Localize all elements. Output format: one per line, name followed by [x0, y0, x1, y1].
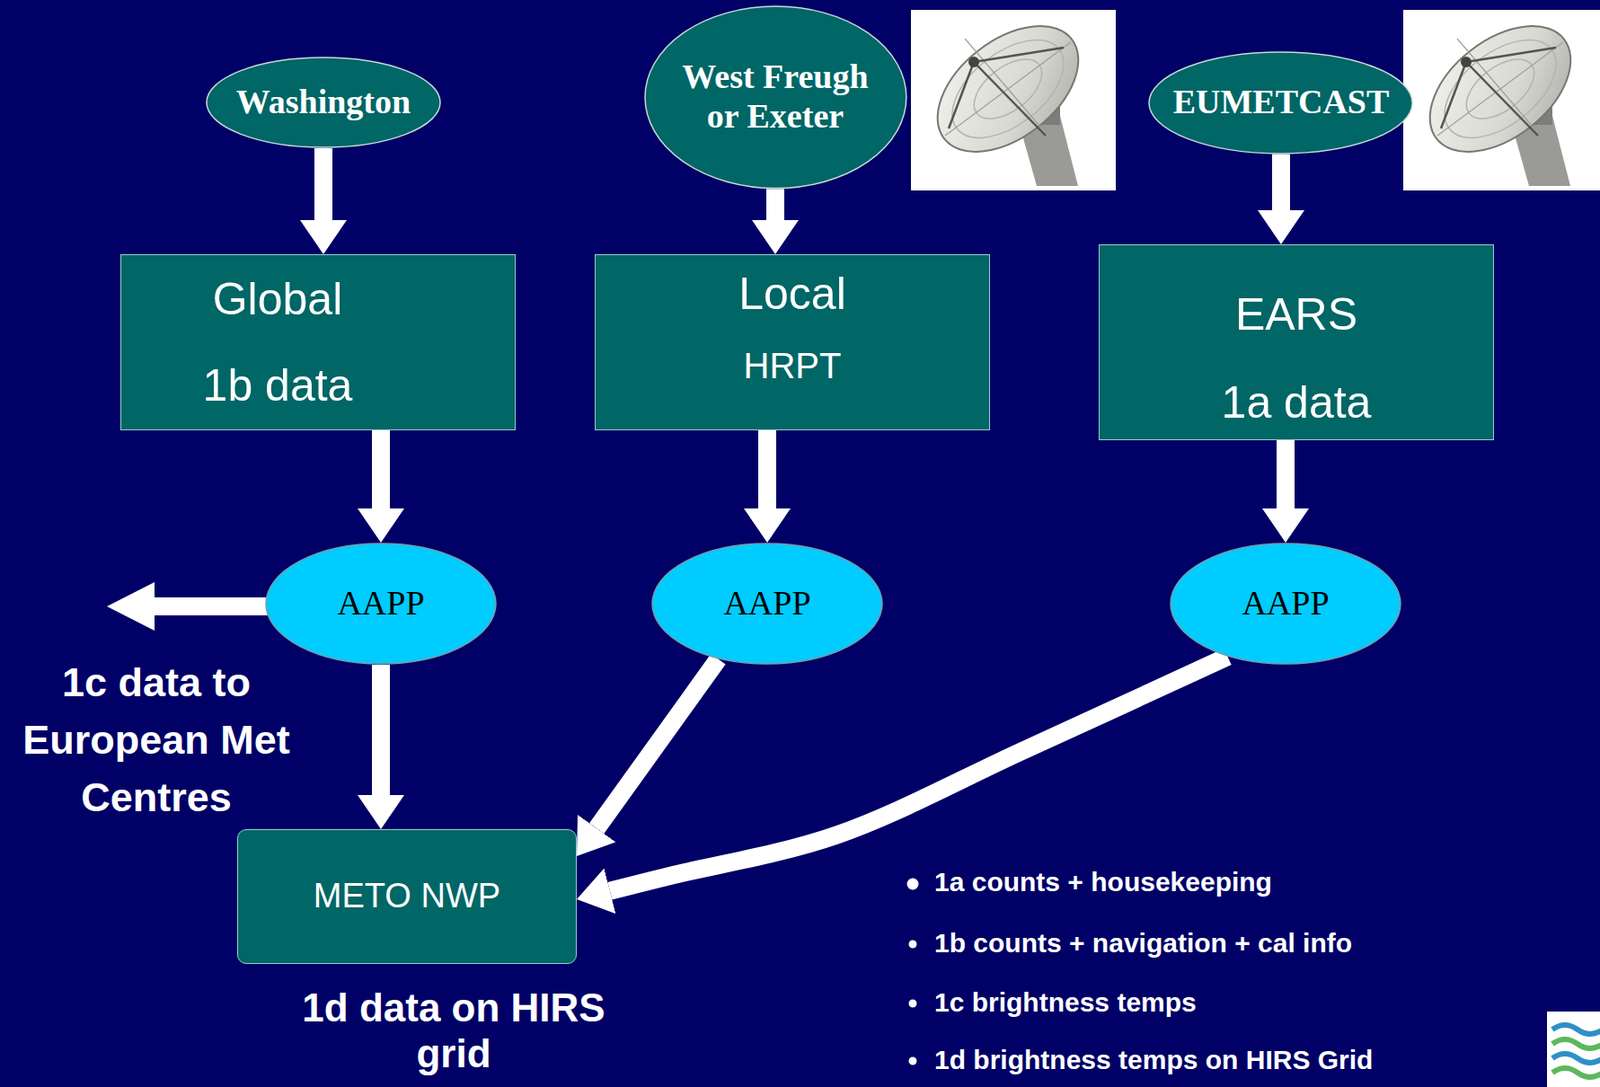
output-note: 1c data to European Met Centres: [3, 654, 310, 827]
node-text: Washington: [236, 82, 411, 123]
logo-wave: [1552, 1025, 1600, 1035]
node-text: Local: [738, 266, 847, 321]
node-text: West Freugh or Exeter: [671, 57, 880, 136]
flow-arrow: [371, 430, 390, 509]
flow-arrow: [609, 656, 1229, 892]
satellite-dish-image: [1403, 0, 1600, 191]
output-arrow-shaft: [152, 597, 270, 616]
bullet-dot: [909, 1057, 918, 1066]
data-box: EARS 1a data: [1098, 244, 1494, 441]
logo-wave: [1552, 1068, 1600, 1078]
key-bullet: 1c brightness temps: [934, 986, 1546, 1019]
key-bullet: 1d brightness temps on HIRS Grid: [934, 1043, 1546, 1077]
ellipse-shape: [1149, 52, 1413, 154]
flow-arrow: [1272, 153, 1291, 211]
flow-arrow: [371, 664, 390, 796]
data-box: LocalHRPT: [594, 254, 991, 431]
output-note: 1d data on HIRS grid: [265, 985, 643, 1077]
logo: [1546, 1011, 1600, 1087]
bullet-dot: [909, 999, 918, 1008]
ellipse-shape: [645, 6, 907, 189]
flow-arrow: [758, 430, 777, 509]
node-text: AAPP: [723, 583, 811, 624]
key-bullet: 1b counts + navigation + cal info: [934, 927, 1546, 960]
process-ellipse: AAPP: [265, 542, 497, 665]
ellipse-shape: [265, 543, 496, 664]
node-text: 1a data: [1221, 375, 1372, 430]
flow-arrow: [766, 188, 785, 221]
logo-wave: [1552, 1053, 1600, 1063]
satellite-dish-image: [910, 0, 1116, 191]
flow-arrow: [314, 148, 333, 221]
ellipse-shape: [206, 57, 441, 148]
bullet-dot: [909, 940, 918, 949]
logo-wave: [1552, 1039, 1600, 1049]
process-ellipse: AAPP: [651, 542, 884, 665]
source-ellipse: Washington: [205, 56, 442, 149]
source-ellipse: West Freugh or Exeter: [644, 5, 908, 190]
key-bullet: 1a counts + housekeeping: [934, 866, 1546, 899]
node-text: EARS: [1235, 287, 1358, 342]
node-text: Global: [212, 272, 344, 327]
node-text: AAPP: [1241, 583, 1329, 624]
node-text: HRPT: [743, 344, 842, 388]
ellipse-shape: [652, 543, 883, 664]
data-box: Global 1b data: [120, 254, 516, 431]
node-text: METO NWP: [313, 876, 501, 917]
node-text: 1b data: [203, 358, 354, 413]
bullet-dot: [907, 878, 920, 891]
flow-arrow: [596, 659, 718, 830]
nwp-box: METO NWP: [237, 829, 577, 964]
node-text: EUMETCAST: [1173, 82, 1390, 123]
node-text: AAPP: [336, 583, 425, 624]
ellipse-shape: [1170, 543, 1401, 664]
output-arrow-head: [106, 582, 155, 631]
flow-arrow: [1276, 440, 1295, 509]
process-ellipse: AAPP: [1169, 542, 1402, 665]
source-ellipse: EUMETCAST: [1148, 51, 1414, 155]
